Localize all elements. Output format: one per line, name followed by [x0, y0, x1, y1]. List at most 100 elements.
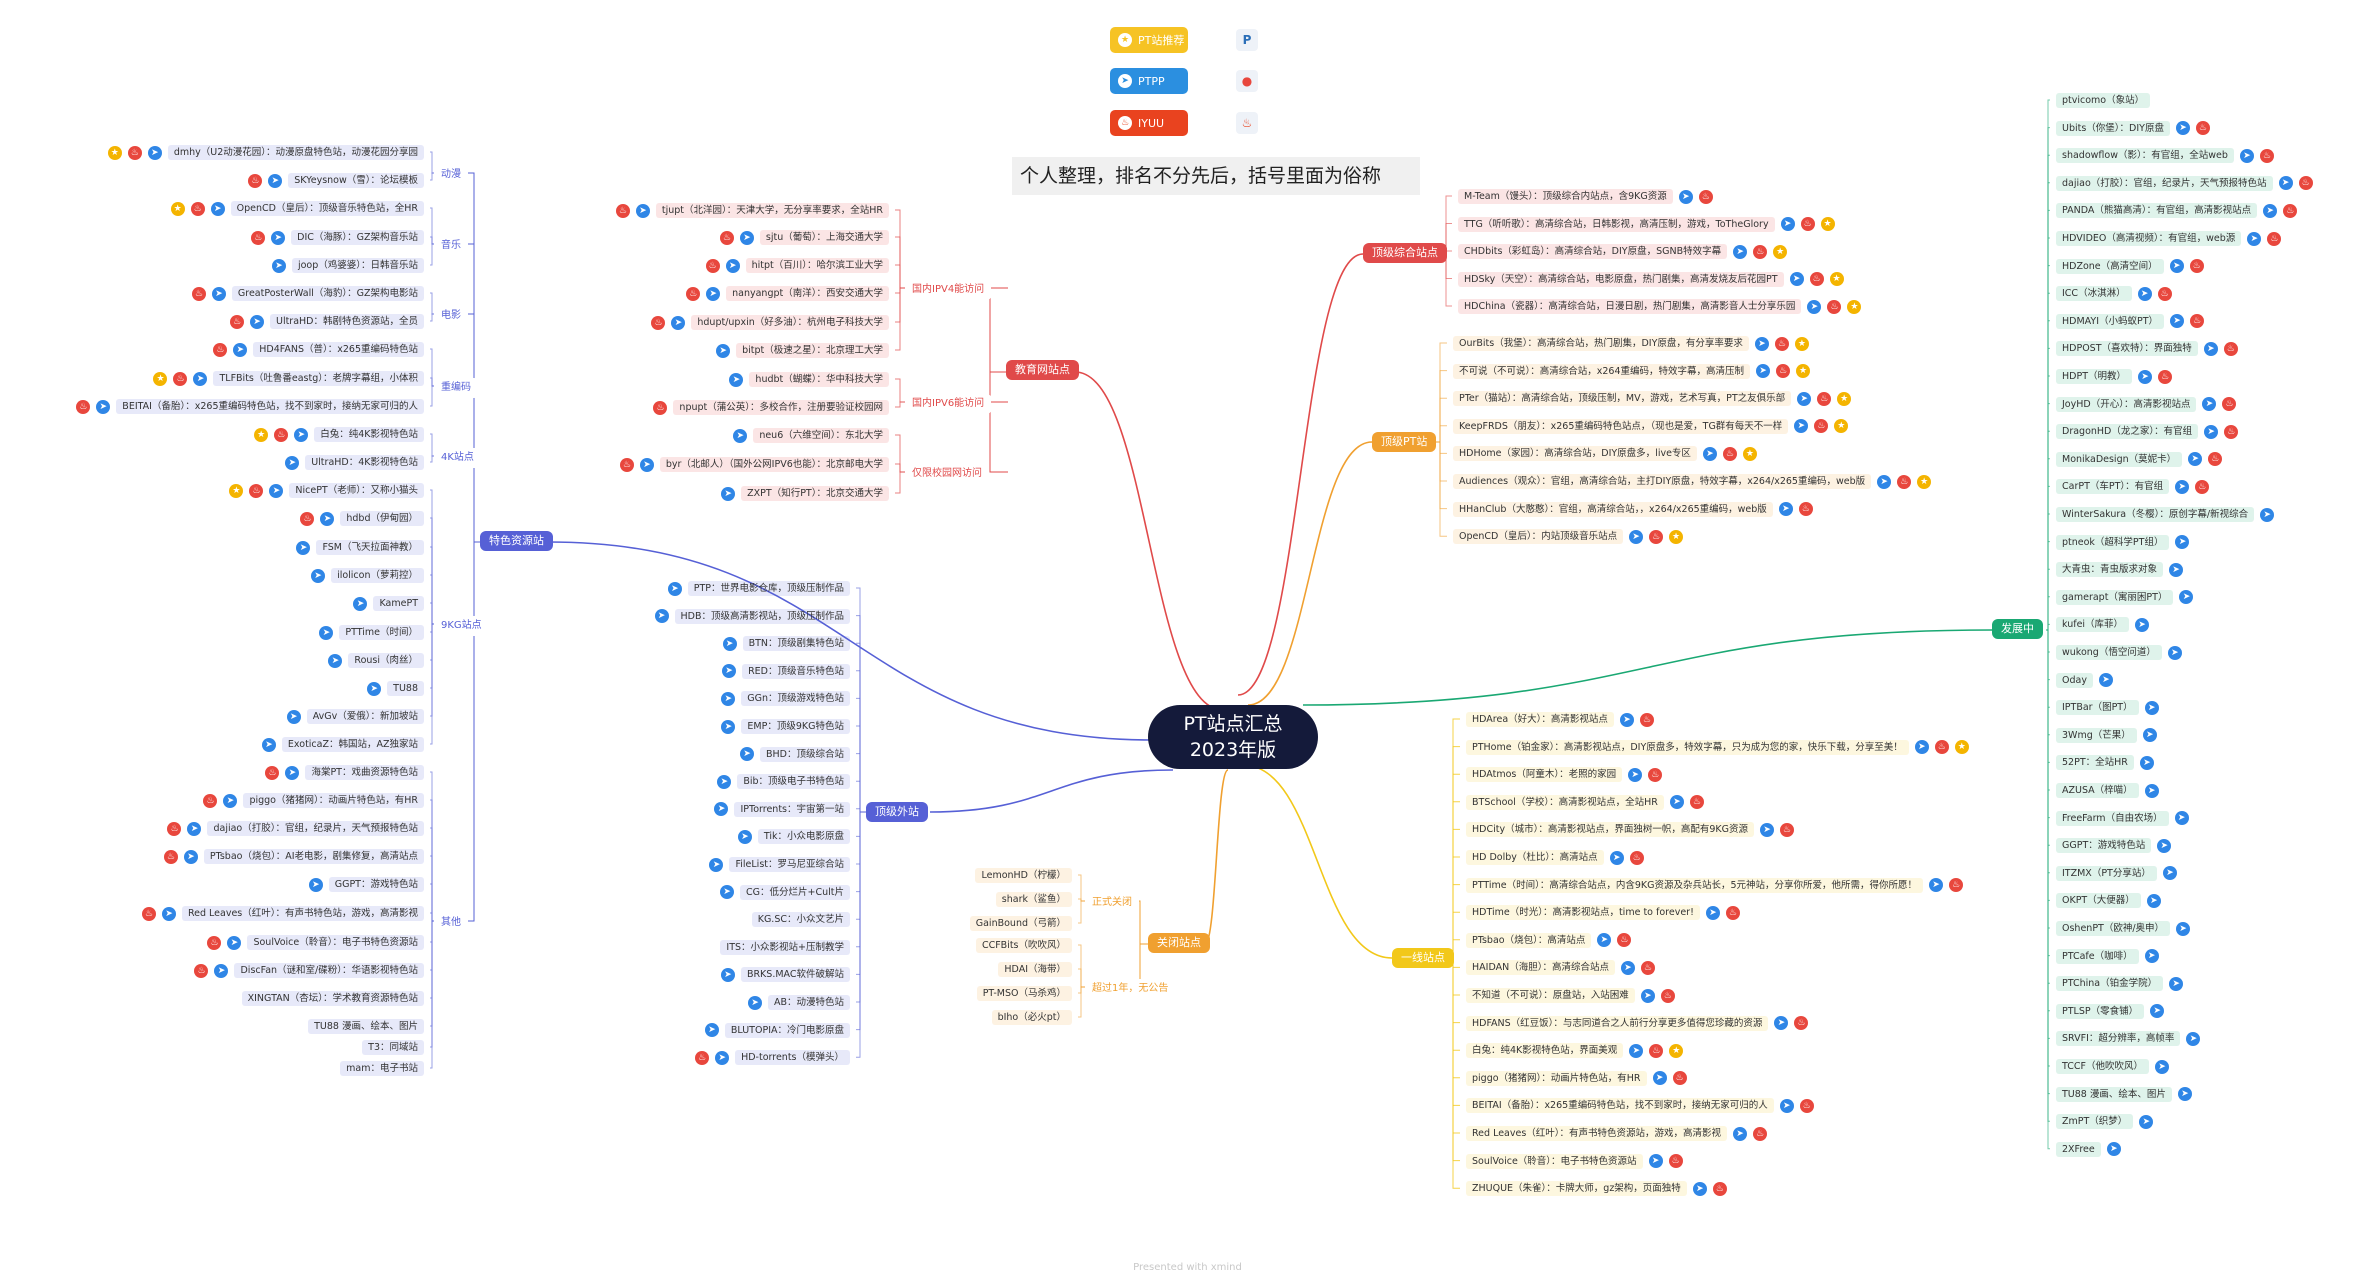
teshu-group-2[interactable]: 电影 — [434, 306, 468, 326]
ptpp-icon[interactable]: ➤ — [1759, 822, 1774, 837]
ptpp-icon[interactable]: ➤ — [1702, 446, 1717, 461]
iyuu-icon[interactable]: ♨ — [1639, 712, 1654, 727]
teshu-site[interactable]: ♨➤Red Leaves（红叶）：有声书特色站，游戏，高清影视 — [136, 905, 430, 922]
fazhan-site[interactable]: WinterSakura（冬樱）：原创字幕/新视综合➤ — [2050, 506, 2280, 523]
ptpp-icon[interactable]: ➤ — [187, 821, 202, 836]
dingji-site[interactable]: ➤BHD：顶级综合站 — [734, 746, 856, 763]
edu-site[interactable]: ♨➤sjtu（葡萄）：上海交通大学 — [714, 229, 895, 246]
edu-group-2[interactable]: 仅限校园网访问 — [905, 464, 989, 484]
branch-edu[interactable]: 教育网站点 — [1006, 360, 1079, 380]
ptpp-icon[interactable]: ➤ — [1628, 767, 1643, 782]
fazhan-site[interactable]: Ubits（你堡）：DIY原盘➤♨ — [2050, 120, 2216, 137]
ptpp-icon[interactable]: ➤ — [269, 483, 284, 498]
dingji-site[interactable]: ➤PTP：世界电影仓库，顶级压制作品 — [662, 580, 856, 597]
ptpp-icon[interactable]: ➤ — [2142, 728, 2157, 743]
yixian-site[interactable]: PTHome（铂金家）：高清影视站点，DIY原盘多，特效字幕，只为成为您的家，快… — [1460, 739, 1975, 756]
closed-site[interactable]: shark（鲨鱼） — [990, 891, 1078, 908]
ptpp-icon[interactable]: ➤ — [210, 201, 225, 216]
teshu-site[interactable]: TU88 漫画、绘本、图片 — [302, 1018, 430, 1035]
star-icon[interactable]: ★ — [1742, 446, 1757, 461]
ptpp-icon[interactable]: ➤ — [1619, 712, 1634, 727]
yixian-site[interactable]: HDFANS（红豆饭）：与志同道合之人前行分享更多值得您珍藏的资源➤♨ — [1460, 1015, 1814, 1032]
star-icon[interactable]: ★ — [1773, 244, 1788, 259]
teshu-group-4[interactable]: 4K站点 — [434, 448, 481, 468]
ptpp-icon[interactable]: ➤ — [296, 540, 311, 555]
star-icon[interactable]: ★ — [254, 427, 269, 442]
root-topic[interactable]: PT站点汇总 2023年版 — [1148, 705, 1318, 769]
yixian-site[interactable]: BTSchool（学校）：高清影视站点，全站HR➤♨ — [1460, 794, 1710, 811]
ptpp-icon[interactable]: ➤ — [1652, 1071, 1667, 1086]
ptpp-icon[interactable]: ➤ — [716, 343, 731, 358]
ptpp-icon[interactable]: ➤ — [635, 203, 650, 218]
iyuu-icon[interactable]: ♨ — [274, 427, 289, 442]
fazhan-site[interactable]: DragonHD（龙之家）：有官组➤♨ — [2050, 423, 2244, 440]
yixian-site[interactable]: piggo（猪猪网）：动画片特色站，有HR➤♨ — [1460, 1070, 1693, 1087]
teshu-site[interactable]: ★♨➤白兔：纯4K影视特色站 — [248, 426, 430, 443]
dingji-site[interactable]: ♨➤HD-torrents（模弹头） — [689, 1049, 856, 1066]
teshu-site[interactable]: ➤KamePT — [347, 595, 430, 612]
star-icon[interactable]: ★ — [170, 201, 185, 216]
fazhan-site[interactable]: 52PT：全站HR➤ — [2050, 754, 2160, 771]
ptpp-icon[interactable]: ➤ — [737, 829, 752, 844]
fazhan-site[interactable]: MonikaDesign（莫妮卡）➤♨ — [2050, 451, 2228, 468]
iyuu-icon[interactable]: ♨ — [1774, 336, 1789, 351]
iyuu-icon[interactable]: ♨ — [695, 1050, 710, 1065]
iyuu-icon[interactable]: ♨ — [1672, 1071, 1687, 1086]
iyuu-icon[interactable]: ♨ — [619, 457, 634, 472]
iyuu-icon[interactable]: ♨ — [1817, 391, 1832, 406]
ptpp-icon[interactable]: ➤ — [2169, 976, 2184, 991]
iyuu-icon[interactable]: ♨ — [1753, 244, 1768, 259]
ptpp-icon[interactable]: ➤ — [2179, 590, 2194, 605]
fazhan-site[interactable]: GGPT：游戏特色站➤ — [2050, 837, 2177, 854]
ptpp-icon[interactable]: ➤ — [709, 857, 724, 872]
iyuu-icon[interactable]: ♨ — [249, 483, 264, 498]
branch-fazhan[interactable]: 发展中 — [1992, 619, 2043, 639]
fazhan-site[interactable]: 大青虫：青虫版求对象➤ — [2050, 561, 2189, 578]
closed-site[interactable]: GainBound（弓箭） — [964, 915, 1078, 932]
dingji-site[interactable]: ➤Bib：顶级电子书特色站 — [711, 773, 856, 790]
teshu-site[interactable]: ★♨➤OpenCD（皇后）：顶级音乐特色站，全HR — [165, 200, 430, 217]
edu-site[interactable]: ➤bitpt（极速之星）：北京理工大学 — [710, 342, 895, 359]
teshu-group-0[interactable]: 动漫 — [434, 165, 468, 185]
iyuu-icon[interactable]: ♨ — [686, 286, 701, 301]
ptpp-icon[interactable]: ➤ — [249, 314, 264, 329]
ptpp-icon[interactable]: ➤ — [2167, 645, 2182, 660]
iyuu-icon[interactable]: ♨ — [1799, 1098, 1814, 1113]
ptpp-icon[interactable]: ➤ — [2203, 341, 2218, 356]
ptpp-icon[interactable]: ➤ — [1778, 502, 1793, 517]
fazhan-site[interactable]: JoyHD（开心）：高清影视站点➤♨ — [2050, 396, 2242, 413]
ptpp-icon[interactable]: ➤ — [1640, 988, 1655, 1003]
iyuu-icon[interactable]: ♨ — [190, 201, 205, 216]
branch-dingpt[interactable]: 顶级PT站 — [1372, 432, 1437, 452]
ptpp-icon[interactable]: ➤ — [733, 428, 748, 443]
teshu-site[interactable]: ➤GGPT：游戏特色站 — [303, 876, 430, 893]
ptpp-icon[interactable]: ➤ — [1669, 795, 1684, 810]
dingpt-site[interactable]: OurBits（我堡）：高清综合站，热门剧集，DIY原盘，有分享率要求➤♨★ — [1447, 335, 1815, 352]
ptpp-icon[interactable]: ➤ — [2144, 700, 2159, 715]
iyuu-icon[interactable]: ♨ — [1649, 1043, 1664, 1058]
ptpp-icon[interactable]: ➤ — [1648, 1154, 1663, 1169]
ptpp-icon[interactable]: ➤ — [1620, 960, 1635, 975]
iyuu-icon[interactable]: ♨ — [1949, 878, 1964, 893]
iyuu-icon[interactable]: ♨ — [194, 963, 209, 978]
fazhan-site[interactable]: wukong（悟空问道）➤ — [2050, 644, 2188, 661]
iyuu-icon[interactable]: ♨ — [207, 935, 222, 950]
iyuu-icon[interactable]: ♨ — [651, 315, 666, 330]
branch-guanbi[interactable]: 关闭站点 — [1148, 933, 1210, 953]
ptpp-icon[interactable]: ➤ — [654, 609, 669, 624]
teshu-site[interactable]: ★♨➤dmhy（U2动漫花园）：动漫原盘特色站，动漫花园分享园 — [102, 144, 430, 161]
teshu-site[interactable]: ♨➤HD4FANS（普）：x265重编码特色站 — [207, 341, 430, 358]
iyuu-icon[interactable]: ♨ — [127, 145, 142, 160]
dingpt-site[interactable]: HDHome（家园）：高清综合站，DIY原盘多，live专区➤♨★ — [1447, 445, 1763, 462]
ptpp-icon[interactable]: ➤ — [667, 581, 682, 596]
ptpp-icon[interactable]: ➤ — [147, 145, 162, 160]
fazhan-site[interactable]: OKPT（大便器）➤ — [2050, 892, 2167, 909]
iyuu-icon[interactable]: ♨ — [2208, 452, 2223, 467]
teshu-site[interactable]: ★♨➤TLFBits（吐鲁番eastg）：老牌字幕组，小体积 — [147, 370, 430, 387]
teshu-site[interactable]: ➤ExoticaZ：韩国站，AZ独家站 — [256, 736, 430, 753]
iyuu-icon[interactable]: ♨ — [2195, 121, 2210, 136]
teshu-site[interactable]: ♨➤海棠PT：戏曲资源特色站 — [259, 764, 430, 781]
ptpp-icon[interactable]: ➤ — [2175, 479, 2190, 494]
edu-site[interactable]: ➤ZXPT（知行PT）：北京交通大学 — [715, 485, 895, 502]
ptpp-icon[interactable]: ➤ — [2162, 866, 2177, 881]
